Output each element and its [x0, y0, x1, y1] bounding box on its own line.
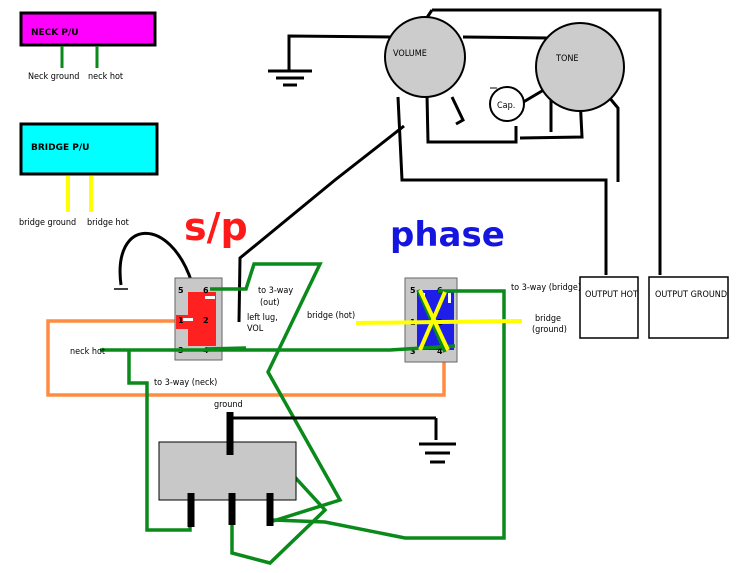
sp-pin-6: 6	[203, 286, 209, 295]
volume-pot-label: VOLUME	[393, 49, 427, 59]
neck-pickup-body	[19, 11, 157, 47]
neck-to-3way-wire	[127, 350, 192, 532]
yellow-wiring	[355, 289, 523, 351]
volume-right-lug	[450, 96, 465, 126]
ground-label: ground	[214, 400, 243, 410]
green-wiring	[100, 262, 506, 565]
output-ground: OUTPUT GROUND	[648, 276, 729, 339]
bridge-ground-label: bridge ground	[19, 218, 76, 228]
phase-to-3way-bridge-wire	[272, 289, 506, 540]
phase-pin-5: 5	[410, 286, 416, 295]
bridge-pickup: BRIDGE P/U bridge ground bridge hot	[19, 122, 159, 228]
to-3way-bridge-label: to 3-way (bridge)	[511, 283, 581, 293]
volume-pot: VOLUME	[384, 16, 466, 98]
tone-pot: TONE	[535, 22, 625, 112]
left-lug-label-2: VOL	[247, 324, 264, 334]
bridge-hot-yellow-wire	[355, 319, 523, 325]
tone-right-lug	[606, 95, 620, 182]
bridge-ground-wire-label-1: bridge	[535, 314, 561, 324]
capacitor-label: Cap.	[497, 101, 515, 111]
sp-lug-mark-1	[205, 296, 215, 299]
volume-to-output-ground-wire	[432, 8, 662, 275]
to-3way-out-label-1: to 3-way	[258, 286, 293, 296]
tone-pot-body	[535, 22, 625, 112]
capacitor-body	[489, 86, 525, 122]
sp-to-3way-out-wire	[210, 262, 343, 524]
tone-capacitor: Cap.	[489, 86, 525, 122]
phase-pin-4: 4	[437, 347, 443, 356]
output-hot: OUTPUT HOT	[579, 276, 639, 339]
output-hot-box	[579, 276, 639, 339]
output-ground-box	[648, 276, 729, 339]
output-ground-label: OUTPUT GROUND	[655, 290, 727, 300]
volume-pot-body	[384, 16, 466, 98]
sp-ground-hook-wire	[118, 231, 194, 286]
to-3way-neck-label: to 3-way (neck)	[154, 378, 217, 388]
bridge-pickup-body	[19, 122, 159, 176]
bridge-hot-label: bridge hot	[87, 218, 129, 228]
neck-hot-label: neck hot	[88, 72, 123, 82]
volume-to-output-hot-wire	[396, 96, 608, 275]
neck-hot-to-phase-wire	[100, 344, 456, 352]
sp-switch-title: s/p	[184, 205, 248, 249]
volume-ground-wire	[287, 34, 394, 72]
orange-neck-loop-wire	[46, 319, 446, 397]
phase-lug-mark-2	[448, 293, 451, 303]
sp-lug-mark-2	[183, 318, 193, 321]
three-way-switch: ground	[158, 400, 456, 527]
sp-pin-2: 2	[203, 316, 209, 325]
sp-pin-5: 5	[178, 286, 184, 295]
phase-switch-title: phase	[390, 215, 505, 255]
bridge-pickup-title: BRIDGE P/U	[31, 143, 89, 153]
neck-pickup: NECK P/U Neck ground neck hot	[19, 11, 157, 82]
neck-hot-wire-label: neck hot	[70, 347, 105, 357]
left-lug-label-1: left lug,	[247, 313, 278, 323]
3way-middle-wire	[230, 448, 328, 565]
output-hot-label: OUTPUT HOT	[585, 290, 638, 300]
bridge-hot-wire-label: bridge (hot)	[307, 311, 355, 321]
volume-to-tone-wire	[462, 35, 549, 40]
bridge-ground-wire-label-2: (ground)	[532, 325, 567, 335]
sp-pin-1: 1	[178, 316, 184, 325]
neck-ground-label: Neck ground	[28, 72, 79, 82]
phase-yellow-cross-b	[418, 291, 447, 351]
to-3way-out-label-2: (out)	[260, 298, 280, 308]
volume-middle-lug-wire	[425, 94, 518, 144]
tone-pot-label: TONE	[555, 54, 579, 64]
phase-pin-3: 3	[410, 347, 416, 356]
neck-pickup-title: NECK P/U	[31, 28, 79, 38]
